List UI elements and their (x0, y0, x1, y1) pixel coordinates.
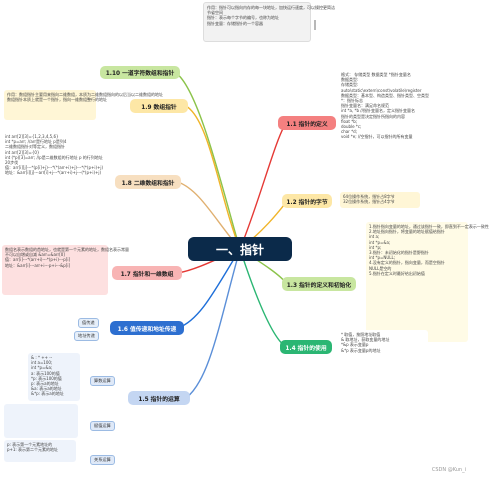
note-line: int *p; (369, 244, 382, 250)
note-line: p: 表示第一个元素地址的 (7, 442, 53, 447)
note-line: 指针变量名：满足命名规范 (341, 103, 389, 109)
note-1-1: 格式： 存储类型 数据类型 *指针变量名 数据类型: 存储类型: auto\st… (338, 70, 458, 178)
note-line: int arr[2][3]={1,2,3,4,5,6} (5, 134, 59, 139)
leaf-assignment-ops[interactable]: 赋值运算 (90, 421, 115, 431)
note-line: 值：arr[i][j]---*(p[i]+j)---*(*(arr+i)+j)-… (5, 165, 104, 171)
note-line: 节省空间 (207, 10, 223, 16)
note-line: NULL是空的 (369, 265, 392, 271)
note-line: 5.指针在定义时最好给出初始值 (369, 270, 425, 276)
note-line: 作用：指针可以指向内存的每一块地址，加快运行速度，可以操控更简洁 (207, 5, 335, 10)
note-line: *p: 表示100的值 (31, 375, 62, 381)
note-line: 不可以自增或自减 &arr=&arr[0] (5, 252, 65, 258)
note-line: &*p: 表示a的地址 (31, 391, 64, 397)
note-line: 3.指针：未初始化的指针是野指针 (369, 250, 429, 256)
note-line: 作用：数组指针主要用来指向二维数组，本质为二维数组指向的以后当以二维数组的地址 (7, 92, 163, 97)
note-line: a: 表示100的值 (31, 370, 60, 376)
branch-1-9[interactable]: 1.9 数组指针 (130, 99, 188, 113)
leaf-arithmetic-ops[interactable]: 算数运算 (90, 376, 115, 386)
note-line: 地址：&arr[i][j]---arr[i]+j---*(arr+i)+j---… (5, 170, 102, 176)
note-line: * 取值，按照地址取值 (341, 332, 381, 337)
note-line: int a=100; (31, 360, 53, 366)
note-line: int *p=&a; (31, 365, 53, 371)
note-1-8: int arr[2][3]={1,2,3,4,5,6} int *p=arr; … (2, 132, 110, 232)
note-line: 2.地址指向指针，将变量的地址赋值给指针 (369, 229, 445, 235)
note-line: 二维数组指针对等定义，数组指针 (5, 144, 65, 150)
note-line: 64位操作系统，指针占8字节 (343, 194, 395, 199)
note-line: void *e; //空指针，可以指针的所有变量 (341, 134, 413, 140)
note-line: &*p 表示变量p的地址 (341, 347, 381, 353)
note-line: float *b; (341, 118, 358, 124)
branch-1-4[interactable]: 1.4 指针的使用 (280, 340, 332, 354)
note-line: 存储类型: (341, 82, 359, 88)
branch-1-7[interactable]: 1.7 指针和一维数组 (112, 266, 182, 280)
note-1-2: 64位操作系统，指针占8字节 32位操作系统，指针占4字节 (340, 192, 420, 208)
note-line: auto\static\extern\const\volatile\regist… (341, 87, 422, 93)
note-line: &a: 表示a的地址 (31, 386, 62, 392)
note-1-3: 1.指针指向变量的地址，通过该指针一致，即直到不一定表示一致性 2.地址指向指针… (366, 222, 489, 342)
note-line: double *c; (341, 124, 362, 130)
leaf-address-pass[interactable]: 地址传递 (74, 331, 99, 341)
csdn-watermark: CSDN @Kun_i (431, 467, 466, 473)
note-line: 20步伐 (5, 160, 19, 166)
note-line: int (*p)[3]=arr; //p是二维数组的行地址 p 的行列地址 (5, 154, 103, 160)
leaf-relational-ops[interactable]: 关系运算 (90, 455, 115, 465)
note-line: 指针：表示每个字节的编号，也称为地址 (207, 15, 279, 21)
note-line: 地址：&arr[i]---arr+i---p+i---&p[i] (5, 262, 71, 268)
note-line: char *d; (341, 129, 357, 135)
note-line: 值：arr[i]---*(arr+i)---*(p+i)---p[i] (5, 257, 71, 263)
note-line: & 取地址，获取变量的地址 (341, 337, 390, 343)
note-line: int a; (369, 234, 380, 240)
note-line: 4.没有定义的指针，指向变量，而是空指针 (369, 260, 445, 266)
note-line: 数据类型：基本型、构造类型、指针类型、空类型 (341, 92, 429, 98)
note-line: 格式： 存储类型 数据类型 *指针变量名 (341, 72, 411, 77)
leaf-value-pass[interactable]: 值传递 (78, 318, 99, 328)
note-line: p: 表示a的地址 (31, 381, 59, 387)
note-1-5-assign (4, 404, 78, 438)
note-line: int *a, *b //指针变量名，定义指针变量名 (341, 108, 415, 114)
branch-1-1[interactable]: 1.1 指针的定义 (278, 116, 336, 130)
note-line: 指针变量：存储指针的一个容器 (207, 20, 263, 26)
branch-1-3[interactable]: 1.3 指针的定义和初始化 (282, 277, 356, 291)
note-line: int *p=&a; (369, 239, 391, 245)
note-line: *：指针标志 (341, 98, 363, 104)
branch-1-5[interactable]: 1.5 指针的运算 (128, 391, 190, 405)
note-line: int *p=arr; //arr是行地址 p是列4 (5, 139, 67, 145)
note-1-4: * 取值，按照地址取值 & 取地址，获取变量的地址 *&p 表示变量p &*p … (338, 330, 428, 360)
note-line: *&p 表示变量p (341, 342, 369, 348)
branch-1-6[interactable]: 1.6 值传递和地址传递 (110, 321, 184, 335)
top-definition-note: 作用：指针可以指向内存的每一块地址，加快运行速度，可以操控更简洁 节省空间 指针… (203, 2, 335, 42)
note-line: 1.指针指向变量的地址，通过该指针一致，即直到不一定表示一致性 (369, 224, 489, 229)
note-line: int *p=NULL; (369, 255, 396, 261)
note-line: int arr[2][3]={0} (5, 149, 40, 155)
note-line: 数组指针本质上就是一个指针，指向一维数组整行的地址 (7, 97, 107, 103)
note-line: 32位操作系统，指针占4字节 (343, 199, 395, 205)
note-line: 指针的类型是决定指针所指向的内容 (341, 113, 405, 119)
note-1-7: 数组名表示数组的首地址，也就是第一个元素的地址，数组名表示常量 不可以自增或自减… (2, 245, 129, 295)
note-line: & : * ++ -- (31, 355, 53, 360)
center-topic[interactable]: 一、指针 (188, 237, 292, 261)
note-1-9: 作用：数组指针主要用来指向二维数组，本质为二维数组指向的以后当以二维数组的地址 … (4, 90, 163, 120)
note-1-5-compare: p: 表示第一个元素地址的 p+1: 表示第二个元素的地址 (4, 440, 76, 462)
branch-1-2[interactable]: 1.2 指针的字节 (282, 194, 332, 208)
branch-1-8[interactable]: 1.8 二维数组和指针 (115, 175, 181, 189)
note-line: 数组名表示数组的首地址，也就是第一个元素的地址，数组名表示常量 (5, 247, 129, 252)
note-line: p+1: 表示第二个元素的地址 (7, 447, 59, 453)
branch-1-10[interactable]: 1.10 一道字符数组和指针 (100, 66, 180, 79)
note-line: 数据类型: (341, 77, 359, 83)
note-1-5-operators: & : * ++ -- int a=100; int *p=&a; a: 表示1… (28, 353, 80, 401)
